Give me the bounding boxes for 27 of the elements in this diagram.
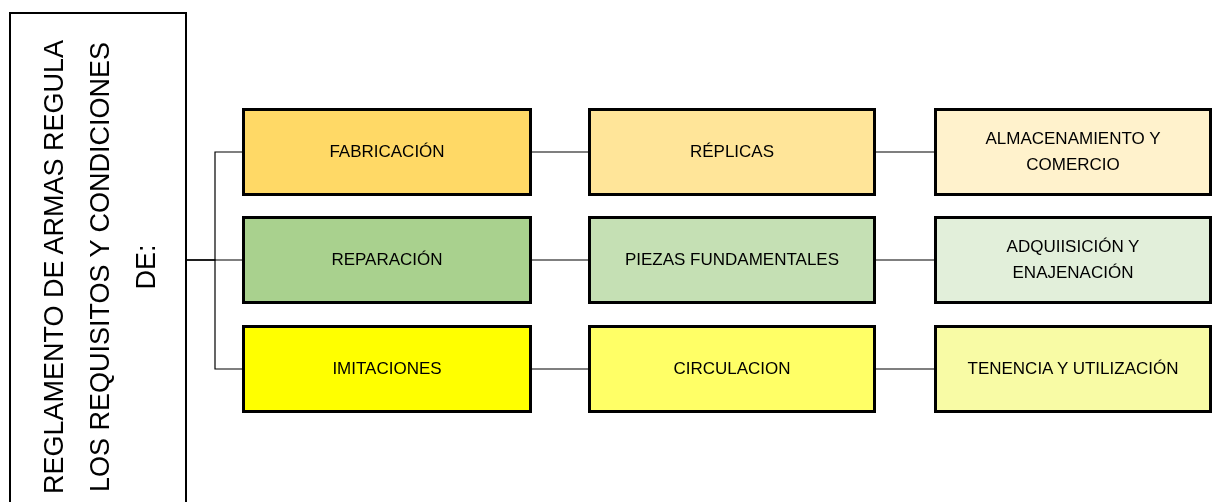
connector-line	[531, 151, 589, 153]
category-box	[934, 108, 1212, 196]
connector-line	[875, 259, 935, 261]
connector-line	[531, 368, 589, 370]
category-box	[934, 216, 1212, 304]
title-text: REGLAMENTO DE ARMAS REGULA LOS REQUISITOS Y CONDICIONES DE:	[38, 38, 162, 497]
title-box	[9, 12, 187, 502]
category-box	[242, 325, 532, 413]
connector-line	[186, 259, 243, 370]
category-label: RÉPLICAS	[689, 141, 775, 163]
category-box	[588, 108, 876, 196]
category-box	[588, 325, 876, 413]
category-label: TENENCIA Y UTILIZACIÓN	[967, 358, 1179, 380]
category-label: ADQUIISICIÓN Y ENAJENACIÓN	[1005, 236, 1141, 284]
category-label: PIEZAS FUNDAMENTALES	[624, 249, 840, 271]
category-box	[934, 325, 1212, 413]
category-box	[242, 108, 532, 196]
category-label: FABRICACIÓN	[329, 141, 445, 163]
category-label: REPARACIÓN	[331, 249, 443, 271]
category-label: ALMACENAMIENTO Y COMERCIO	[984, 128, 1162, 176]
category-box	[588, 216, 876, 304]
connector-line	[531, 259, 589, 261]
connector-line	[875, 151, 935, 153]
connector-line	[875, 368, 935, 370]
category-box	[242, 216, 532, 304]
category-label: IMITACIONES	[332, 358, 442, 380]
category-label: CIRCULACION	[673, 358, 791, 380]
